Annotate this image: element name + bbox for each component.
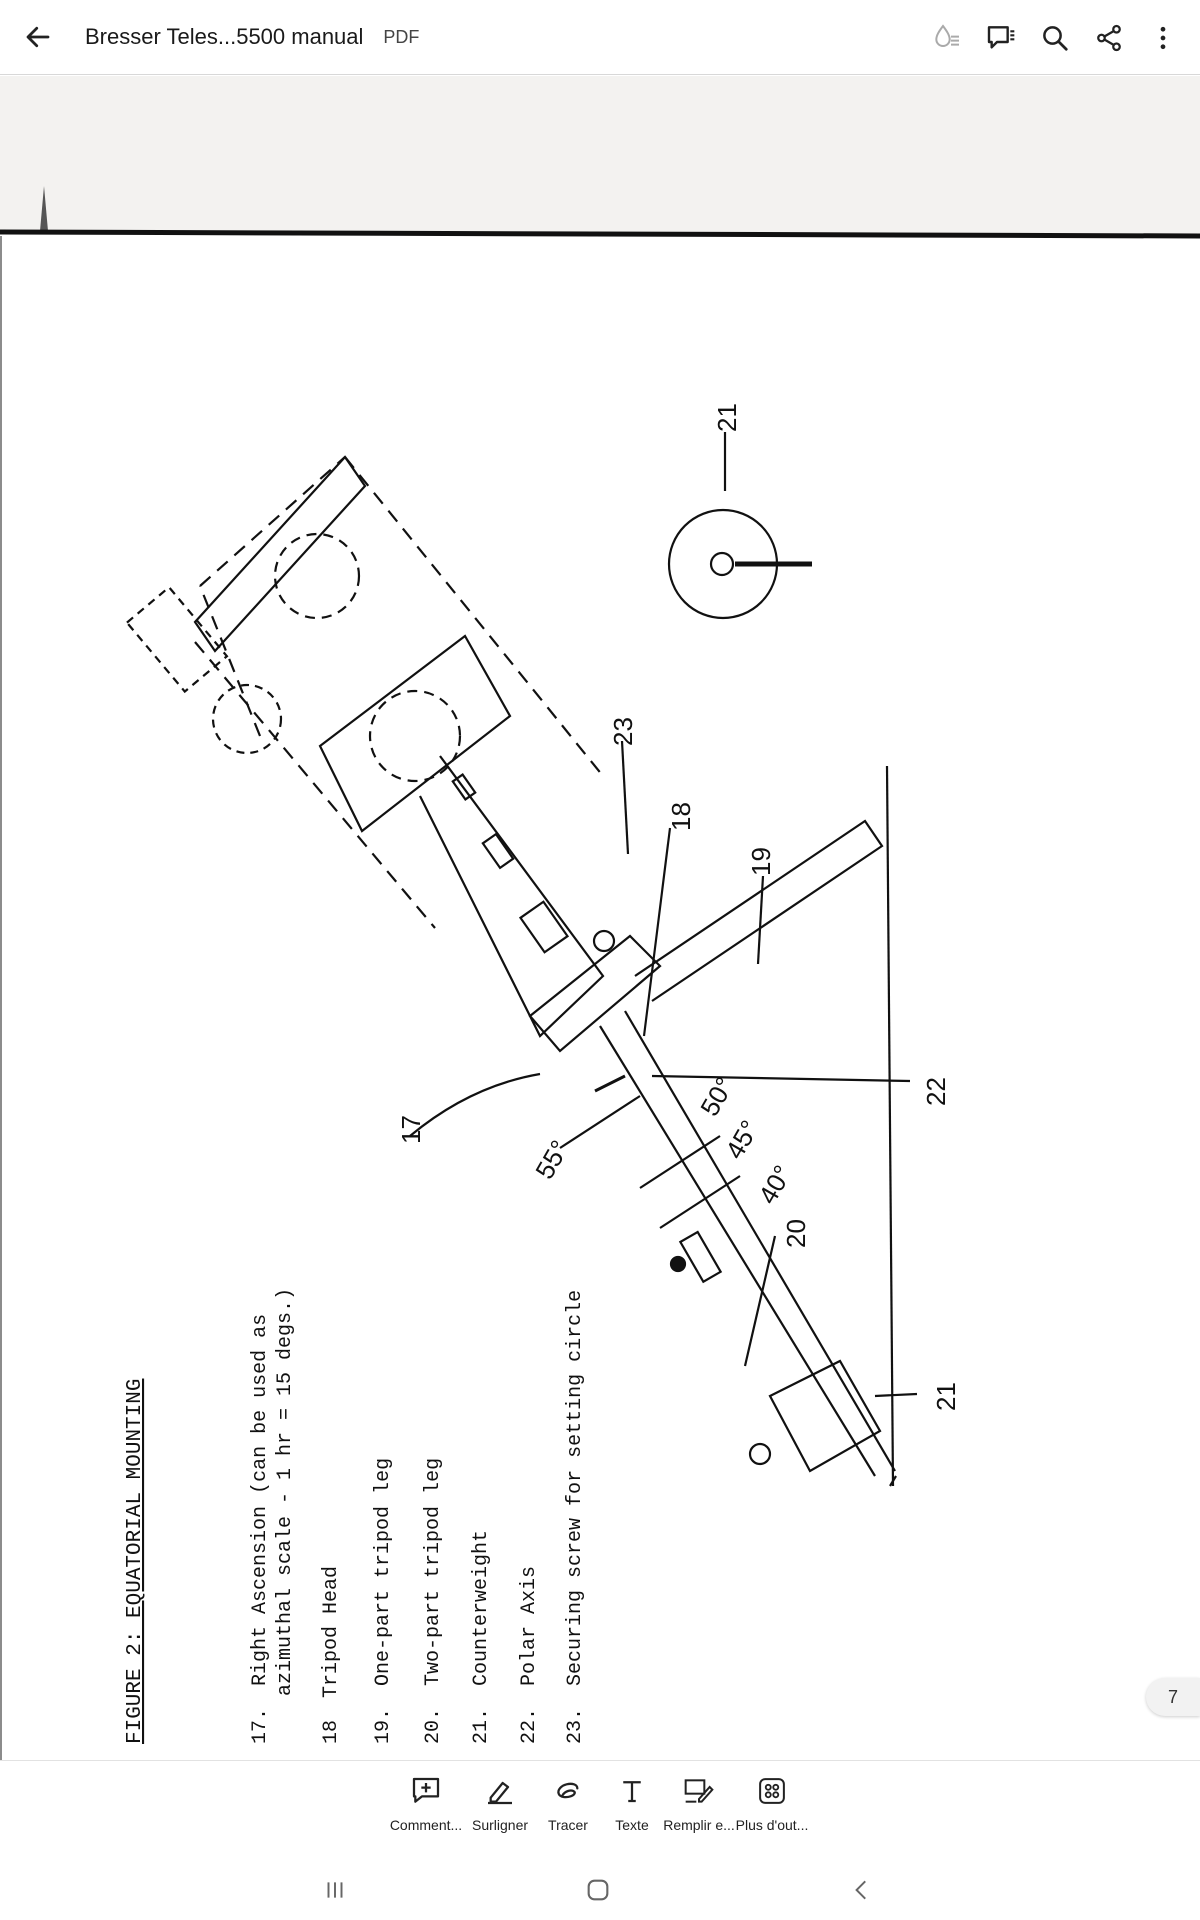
read-aloud-icon [935, 23, 959, 47]
back-nav-button[interactable] [832, 1872, 892, 1908]
document-title: Bresser Teles...5500 manual [85, 24, 364, 49]
more-tools-icon [759, 1778, 785, 1804]
legend-line-1: 17. Right Ascension (can be used as [249, 1314, 272, 1744]
file-type-label: PDF [383, 26, 420, 47]
search-icon [1043, 25, 1068, 51]
fill-sign-tool[interactable]: Remplir e... [659, 1773, 739, 1833]
legend-num: 18 [320, 1720, 343, 1744]
tool-label: Surligner [471, 1817, 529, 1833]
comments-button[interactable] [974, 11, 1028, 65]
callout-20: 20 [781, 1219, 811, 1248]
legend-line-5: 20. Two-part tripod leg [422, 1458, 445, 1744]
callout-18: 18 [666, 802, 696, 831]
comments-icon [987, 25, 1015, 49]
legend-text: Right Ascension (can be used as [249, 1314, 272, 1686]
legend-text: Tripod Head [320, 1566, 343, 1698]
equatorial-mount-drawing [125, 432, 918, 1487]
read-aloud-button[interactable] [920, 11, 974, 65]
callout-17: 17 [396, 1115, 426, 1144]
legend-num: 23. [564, 1708, 587, 1744]
fill-sign-icon [684, 1779, 714, 1803]
back-nav-icon [855, 1880, 866, 1900]
legend-text: Polar Axis [518, 1566, 541, 1686]
legend-num: 19. [372, 1708, 395, 1744]
page-number-badge: 7 [1146, 1678, 1200, 1716]
legend-line-8: 23. Securing screw for setting circle [564, 1290, 587, 1744]
share-icon [1097, 24, 1121, 51]
comment-add-icon [412, 1777, 440, 1803]
search-button[interactable] [1028, 11, 1082, 65]
legend-text: Counterweight [470, 1530, 493, 1686]
legend-num: 21. [470, 1708, 493, 1744]
angle-45: 45° [719, 1115, 765, 1164]
callout-21-top: 21 [712, 403, 742, 432]
back-arrow-icon [26, 26, 49, 48]
more-icon [1160, 26, 1166, 49]
home-icon [587, 1879, 609, 1901]
app-header: Bresser Teles...5500 manual PDF [0, 0, 1200, 75]
angle-50: 50° [694, 1072, 740, 1121]
tool-label: Comment... [389, 1817, 463, 1833]
more-tools-button[interactable]: Plus d'out... [732, 1773, 812, 1833]
legend-line-6: 21. Counterweight [470, 1530, 493, 1744]
tool-label: Texte [615, 1817, 649, 1833]
legend-line-7: 22. Polar Axis [518, 1566, 541, 1744]
more-options-button[interactable] [1136, 11, 1190, 65]
text-icon [623, 1781, 641, 1803]
highlight-tool[interactable]: Surligner [460, 1773, 540, 1833]
recent-apps-icon [327, 1882, 343, 1898]
legend-line-3: 18 Tripod Head [320, 1566, 343, 1744]
legend-num: 17. [249, 1708, 272, 1744]
draw-tool[interactable]: Tracer [528, 1773, 608, 1833]
tool-label: Plus d'out... [735, 1817, 809, 1833]
legend-text: azimuthal scale - 1 hr = 15 degs.) [274, 1288, 297, 1696]
text-tool[interactable]: Texte [592, 1773, 672, 1833]
legend-line-4: 19. One-part tripod leg [372, 1458, 395, 1744]
system-nav-bar [0, 1860, 1200, 1920]
recent-apps-button[interactable] [305, 1872, 365, 1908]
legend-line-2: azimuthal scale - 1 hr = 15 degs.) [274, 1288, 297, 1696]
callout-21-bottom: 21 [931, 1382, 961, 1411]
callout-22: 22 [921, 1077, 951, 1106]
pdf-page-view[interactable]: FIGURE 2: EQUATORIAL MOUNTING 17. Right … [0, 76, 1200, 1760]
legend-text: Securing screw for setting circle [564, 1290, 587, 1686]
bottom-toolbar: Comment... Surligner Tracer Texte Rempli… [0, 1760, 1200, 1861]
scanned-page: FIGURE 2: EQUATORIAL MOUNTING 17. Right … [0, 76, 1200, 1760]
legend-num: 22. [518, 1708, 541, 1744]
angle-40: 40° [752, 1160, 798, 1209]
home-button[interactable] [568, 1872, 628, 1908]
draw-icon [557, 1782, 579, 1799]
tool-label: Remplir e... [663, 1817, 735, 1833]
back-button[interactable] [0, 0, 75, 75]
comment-tool[interactable]: Comment... [386, 1773, 466, 1833]
legend-num: 20. [422, 1708, 445, 1744]
callout-23: 23 [608, 717, 638, 746]
legend-text: Two-part tripod leg [422, 1458, 445, 1686]
share-button[interactable] [1082, 11, 1136, 65]
figure-title: FIGURE 2: EQUATORIAL MOUNTING [124, 1379, 147, 1744]
tool-label: Tracer [548, 1817, 588, 1833]
callout-19: 19 [746, 847, 776, 876]
legend-text: One-part tripod leg [372, 1458, 395, 1686]
highlighter-icon [488, 1781, 512, 1805]
